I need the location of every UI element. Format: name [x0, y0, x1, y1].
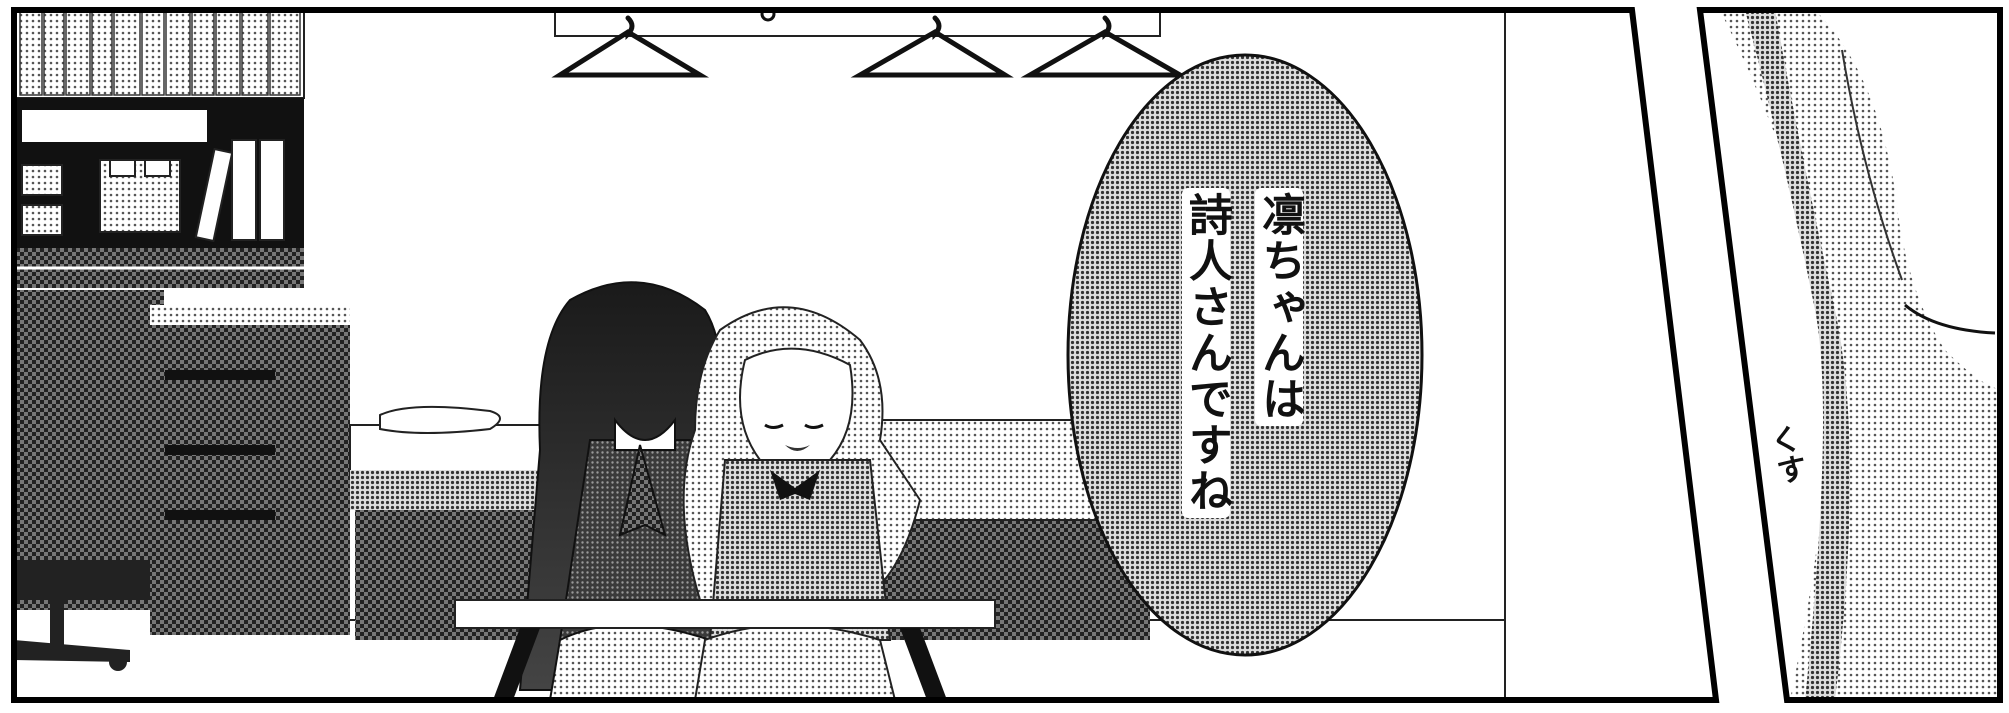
panel-border [11, 7, 1720, 703]
speech-line-1: 凛ちゃんは [1254, 188, 1305, 426]
panel-border [1696, 7, 2003, 703]
speech-line-2: 詩人さんですね [1181, 188, 1232, 518]
room-panel [14, 10, 1506, 700]
speech-bubble [1066, 53, 1424, 657]
